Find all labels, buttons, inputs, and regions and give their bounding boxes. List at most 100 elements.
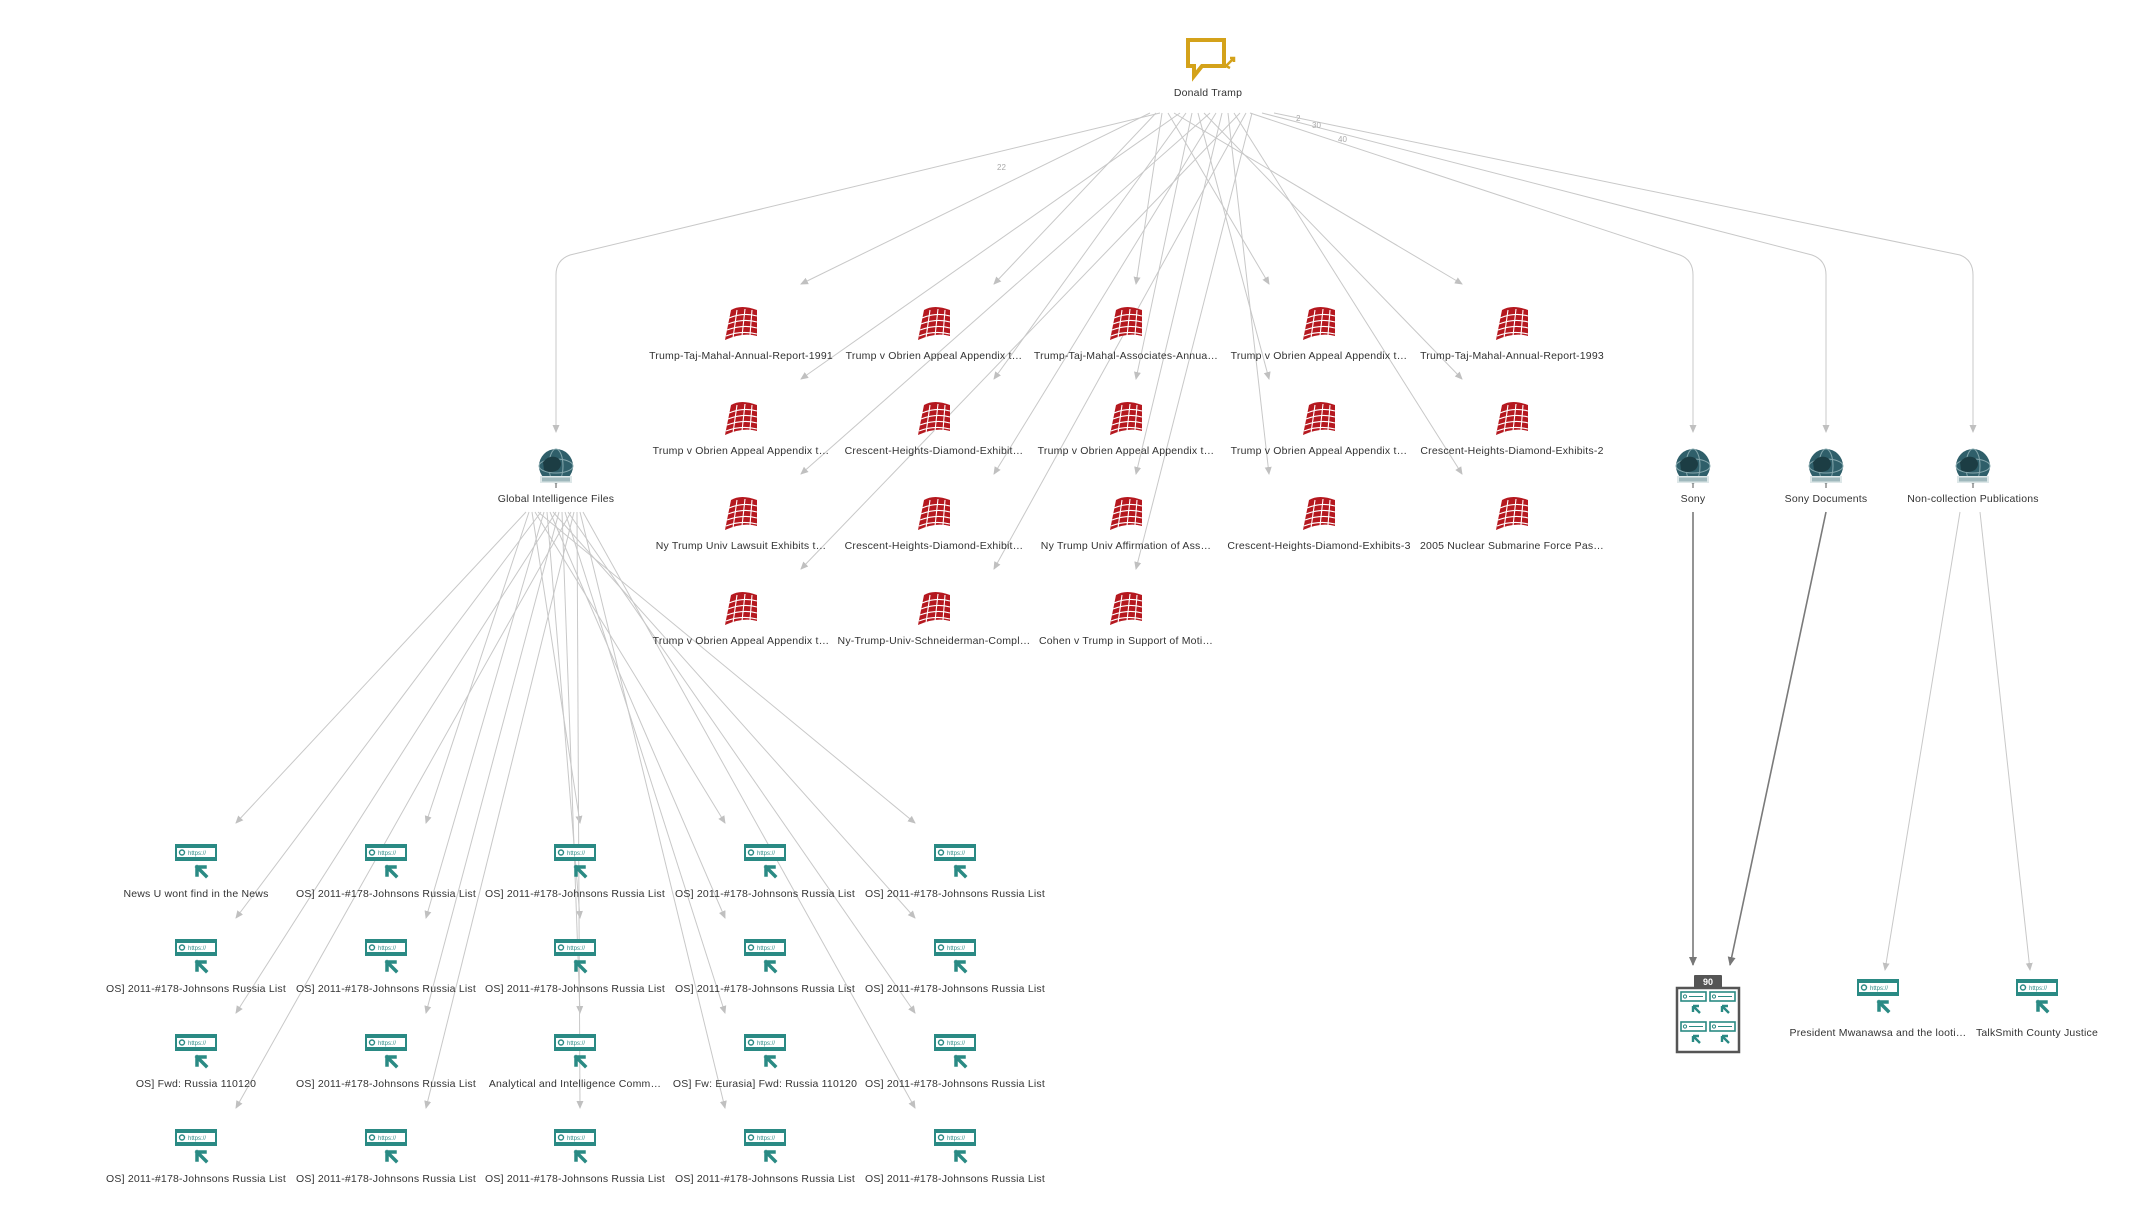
edge-global-intelligence-files-to-url[interactable]	[424, 511, 545, 919]
url-node[interactable]: https://OS] 2011-#178-Johnsons Russia Li…	[296, 939, 476, 995]
pdf-document-icon	[1110, 497, 1143, 530]
url-node[interactable]: https://OS] 2011-#178-Johnsons Russia Li…	[865, 1129, 1045, 1185]
edge-global-intelligence-files-to-url[interactable]	[235, 511, 542, 919]
url-node[interactable]: https://President Mwanawsa and the looti…	[1789, 979, 1966, 1039]
document-node[interactable]: Trump-Taj-Mahal-Annual-Report-1993	[1420, 307, 1604, 362]
url-node[interactable]: https://OS] 2011-#178-Johnsons Russia Li…	[675, 1129, 855, 1185]
edge-global-intelligence-files-to-url[interactable]	[582, 511, 916, 1109]
document-node[interactable]: Crescent-Heights-Diamond-Exhibit…	[845, 402, 1024, 457]
document-node[interactable]: Trump v Obrien Appeal Appendix t…	[1231, 402, 1408, 457]
edge-non-collection-to-url[interactable]	[1979, 511, 2033, 971]
document-node[interactable]: Trump v Obrien Appeal Appendix t…	[653, 402, 830, 457]
edge-global-intelligence-files-to-url[interactable]	[579, 511, 727, 1109]
edge-global-intelligence-files-to-url[interactable]	[424, 511, 560, 1014]
document-node[interactable]: Trump-Taj-Mahal-Annual-Report-1991	[649, 307, 833, 362]
edge-count-label: 22	[997, 163, 1006, 172]
url-node[interactable]: https://OS] 2011-#178-Johnsons Russia Li…	[485, 844, 665, 900]
edge-root-to-document[interactable]	[1173, 112, 1463, 285]
edge-root-to-document[interactable]	[800, 112, 1241, 570]
edge-global-intelligence-files-to-url[interactable]	[561, 511, 584, 1014]
document-node[interactable]: Ny Trump Univ Lawsuit Exhibits t…	[656, 497, 827, 552]
edge-global-intelligence-files-to-url[interactable]	[564, 511, 727, 1014]
edge-global-intelligence-files-to-url[interactable]	[424, 511, 530, 824]
edge-root-to-document[interactable]	[1133, 112, 1163, 285]
edge-root-to-non-collection-publications[interactable]	[1273, 112, 1977, 433]
url-node[interactable]: https://OS] Fw: Eurasia] Fwd: Russia 110…	[673, 1034, 857, 1090]
collection-node-sony[interactable]: Sony	[1675, 448, 1711, 505]
document-node[interactable]: 2005 Nuclear Submarine Force Pas…	[1420, 497, 1604, 552]
edge-root-to-document[interactable]	[1134, 112, 1253, 570]
edge-global-intelligence-files-to-url[interactable]	[534, 511, 726, 824]
url-node-label: OS] 2011-#178-Johnsons Russia List	[485, 983, 665, 995]
document-node[interactable]: Trump v Obrien Appeal Appendix t…	[846, 307, 1023, 362]
root-node-donald-tramp[interactable]: Donald Tramp	[1174, 38, 1242, 99]
edge-global-intelligence-files-to-url[interactable]	[549, 511, 726, 919]
document-node[interactable]: Crescent-Heights-Diamond-Exhibits-2	[1420, 402, 1603, 457]
edge-global-intelligence-files-to-url[interactable]	[567, 511, 916, 1014]
document-node[interactable]: Crescent-Heights-Diamond-Exhibits-3	[1227, 497, 1410, 552]
edge-root-to-document[interactable]	[993, 112, 1217, 475]
url-node[interactable]: https://News U wont find in the News	[123, 844, 268, 900]
edge-root-to-document[interactable]	[1197, 112, 1271, 380]
edge-global-intelligence-files-to-url[interactable]	[235, 511, 572, 1109]
document-node[interactable]: Trump v Obrien Appeal Appendix t…	[653, 592, 830, 647]
url-node[interactable]: https://OS] 2011-#178-Johnsons Russia Li…	[106, 1129, 286, 1185]
document-node[interactable]: Ny Trump Univ Affirmation of Ass…	[1041, 497, 1211, 552]
edge-root-to-document[interactable]	[1233, 112, 1463, 475]
url-node[interactable]: https://OS] 2011-#178-Johnsons Russia Li…	[865, 939, 1045, 995]
document-node[interactable]: Trump-Taj-Mahal-Associates-Annua…	[1034, 307, 1218, 362]
url-node[interactable]: https://OS] 2011-#178-Johnsons Russia Li…	[296, 1034, 476, 1090]
url-node[interactable]: https://TalkSmith County Justice	[1976, 979, 2098, 1039]
document-node[interactable]: Ny-Trump-Univ-Schneiderman-Compl…	[838, 592, 1031, 647]
url-node[interactable]: https://OS] 2011-#178-Johnsons Russia Li…	[865, 844, 1045, 900]
edge-root-to-document[interactable]	[1167, 112, 1270, 285]
url-node[interactable]: https://OS] 2011-#178-Johnsons Russia Li…	[675, 844, 855, 900]
url-node[interactable]: https://OS] 2011-#178-Johnsons Russia Li…	[865, 1034, 1045, 1090]
edge-global-intelligence-files-to-url[interactable]	[424, 511, 575, 1109]
edge-global-intelligence-files-to-url[interactable]	[235, 511, 527, 824]
url-node[interactable]: https://OS] 2011-#178-Johnsons Russia Li…	[675, 939, 855, 995]
edge-root-to-document[interactable]	[1203, 112, 1463, 380]
edge-global-intelligence-files-to-url[interactable]	[552, 511, 916, 919]
document-node[interactable]: Trump v Obrien Appeal Appendix t…	[1038, 402, 1215, 457]
edge-root-to-document[interactable]	[993, 112, 1247, 570]
pdf-document-icon	[918, 402, 951, 435]
document-node-label: Ny Trump Univ Affirmation of Ass…	[1041, 540, 1211, 552]
document-node[interactable]: Crescent-Heights-Diamond-Exhibit…	[845, 497, 1024, 552]
collection-node-sony-documents[interactable]: Sony Documents	[1785, 448, 1868, 505]
collection-node-non-collection-publications[interactable]: Non-collection Publications	[1907, 448, 2039, 505]
edge-root-to-document[interactable]	[1134, 112, 1223, 475]
edge-global-intelligence-files-to-url[interactable]	[576, 511, 584, 1109]
url-icon-text: https://	[567, 946, 585, 952]
document-node[interactable]: Trump v Obrien Appeal Appendix t…	[1231, 307, 1408, 362]
document-node[interactable]: Cohen v Trump in Support of Moti…	[1039, 592, 1213, 647]
url-node[interactable]: https://OS] 2011-#178-Johnsons Russia Li…	[296, 1129, 476, 1185]
url-node[interactable]: https://OS] 2011-#178-Johnsons Russia Li…	[106, 939, 286, 995]
edge-global-intelligence-files-to-url[interactable]	[531, 511, 583, 824]
edge-root-to-document[interactable]	[1227, 112, 1272, 475]
url-node[interactable]: https://OS] Fwd: Russia 110120	[136, 1034, 256, 1090]
edge-root-to-document[interactable]	[800, 112, 1211, 475]
url-group-node[interactable]: 90	[1675, 975, 1741, 1054]
edge-root-to-document[interactable]	[993, 112, 1157, 285]
collection-node-global-intelligence-files[interactable]: Global Intelligence Files	[498, 448, 614, 505]
url-node[interactable]: https://OS] 2011-#178-Johnsons Russia Li…	[485, 1129, 665, 1185]
edge-root-to-document[interactable]	[1134, 112, 1193, 380]
count-badge-text: 90	[1703, 977, 1713, 987]
edge-root-to-global-intelligence-files[interactable]	[552, 112, 1161, 433]
url-node[interactable]: https://OS] 2011-#178-Johnsons Russia Li…	[296, 844, 476, 900]
edge-global-intelligence-files-to-url[interactable]	[235, 511, 557, 1014]
url-icon-text: https://	[378, 946, 396, 952]
url-node[interactable]: https:// OS] 2011-#178-Johnsons Russia Li…	[485, 939, 665, 995]
edge-root-to-sony-documents[interactable]	[1261, 112, 1830, 433]
pdf-document-icon	[1110, 402, 1143, 435]
url-link-icon: https://	[2016, 979, 2058, 1014]
edge-global-intelligence-files-to-url[interactable]	[537, 511, 916, 824]
edge-sony-documents-to-url-group[interactable]	[1727, 511, 1827, 966]
edge-root-to-document[interactable]	[800, 112, 1181, 380]
url-node[interactable]: https://Analytical and Intelligence Comm…	[489, 1034, 661, 1090]
edge-root-to-document[interactable]	[800, 112, 1151, 285]
edge-non-collection-to-url[interactable]	[1882, 511, 1961, 971]
edge-root-to-sony[interactable]	[1249, 112, 1697, 433]
